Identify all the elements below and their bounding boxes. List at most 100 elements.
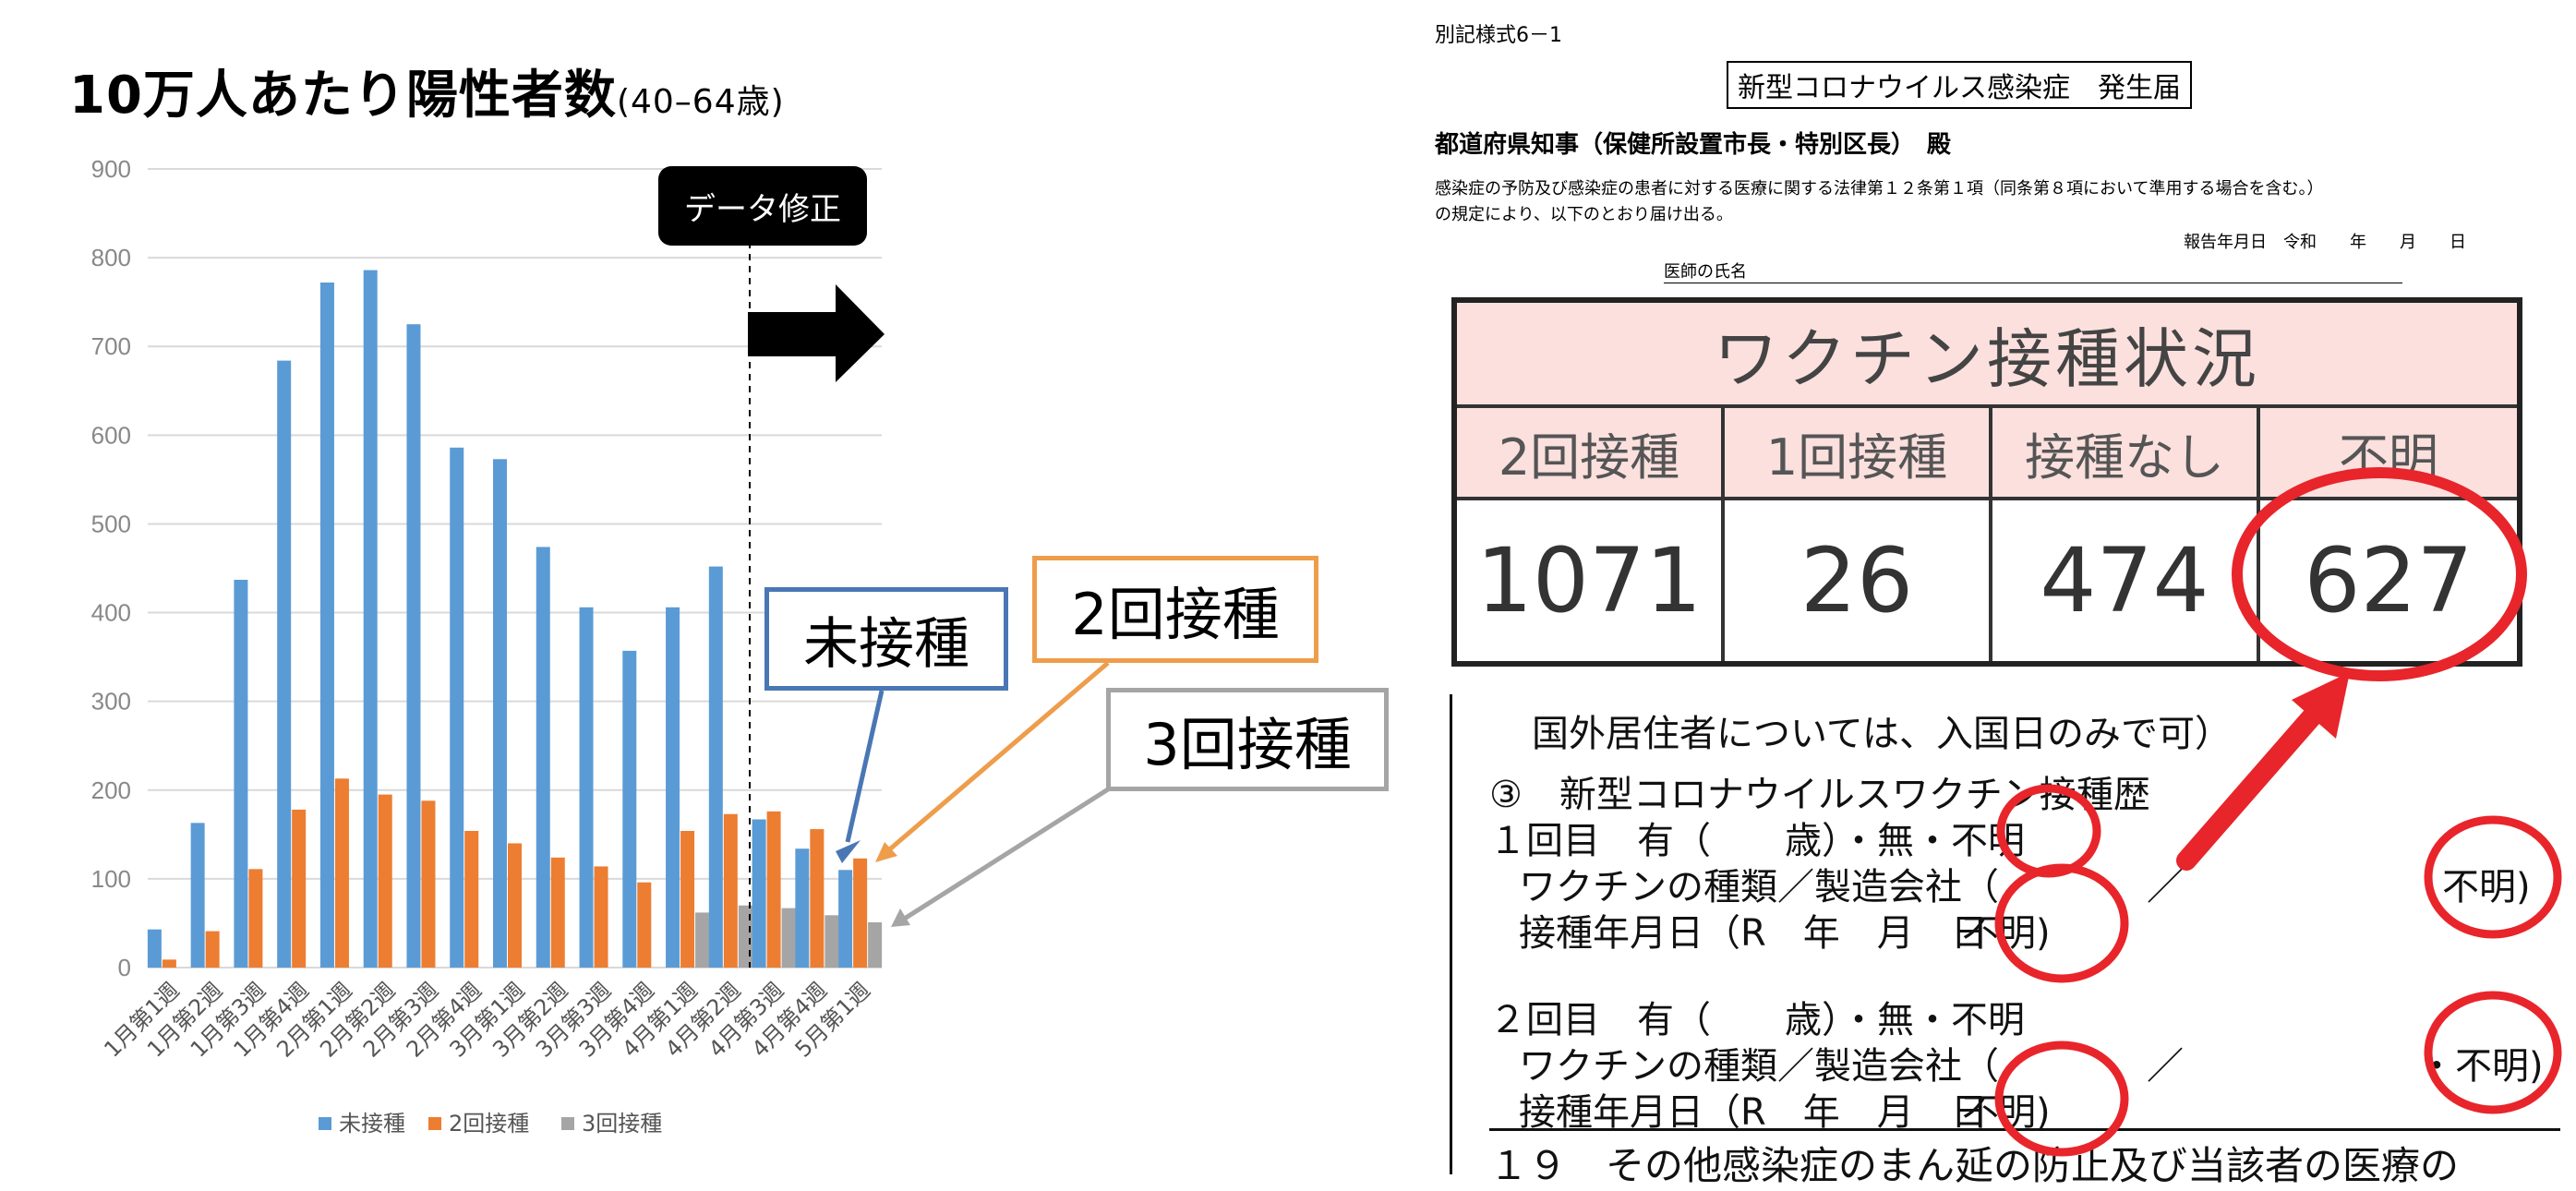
callout-dose2: 2回接種	[1032, 556, 1318, 663]
vax-value-none: 474	[1992, 500, 2260, 661]
y-tick-label: 800	[91, 244, 131, 271]
bar-dose2	[248, 869, 263, 968]
bar-unvaccinated	[838, 870, 853, 968]
bar-dose2	[810, 829, 825, 968]
bar-unvaccinated	[536, 547, 550, 968]
bar-unvaccinated	[450, 447, 464, 968]
bar-dose3	[868, 921, 883, 968]
bar-chart: 0 100 200 300 400 500 600 700 800 900 1月第1週1月第2週1…	[91, 155, 1110, 1137]
vax-label-1-dose: 1回接種	[1725, 408, 1992, 500]
dose1-date: 接種年月日（R 年 月 日	[1519, 912, 1988, 955]
bar-unvaccinated	[363, 270, 378, 968]
y-tick-label: 700	[91, 332, 131, 360]
chart-bars	[147, 270, 883, 968]
bar-dose2	[378, 794, 392, 968]
bar-dose2	[723, 813, 738, 968]
y-tick-label: 100	[91, 865, 131, 893]
bar-dose2	[853, 858, 868, 968]
bar-dose3	[825, 915, 839, 968]
bar-dose2	[421, 800, 436, 968]
bar-unvaccinated	[277, 360, 292, 968]
y-tick-label: 600	[91, 421, 131, 449]
legend-label: 未接種	[339, 1111, 405, 1137]
bar-unvaccinated	[234, 579, 248, 968]
y-tick-label: 500	[91, 510, 131, 537]
highlight-circle-627	[2232, 467, 2527, 681]
bar-unvaccinated	[190, 823, 205, 968]
highlight-circle-dose1-date	[1994, 863, 2129, 983]
callout-pointers	[836, 661, 1110, 927]
red-arrow-icon	[2176, 690, 2337, 871]
vax-label-none: 接種なし	[1992, 408, 2260, 500]
form-law-line-2: の規定により、以下のとおり届け出る。	[1435, 205, 1733, 224]
data-fix-label: データ修正	[658, 166, 867, 246]
vax-value-2-doses: 1071	[1457, 500, 1725, 661]
bar-dose2	[508, 843, 522, 968]
callout-dose3: 3回接種	[1106, 688, 1389, 791]
highlight-circle-dose1-maker	[2424, 815, 2562, 939]
bar-unvaccinated	[579, 607, 594, 968]
form-addressee: 都道府県知事（保健所設置市長・特別区長） 殿	[1435, 131, 1952, 159]
dose2-row: ２回目 有（ 歳）・無・不明	[1489, 999, 2025, 1041]
legend-swatch	[428, 1117, 441, 1130]
chart-title: 10万人あたり陽性者数(40–64歳)	[69, 54, 785, 128]
red-arrowhead-icon	[2292, 672, 2350, 739]
bar-dose2	[464, 830, 479, 968]
red-annotations	[1994, 467, 2562, 1157]
y-tick-label: 400	[91, 599, 131, 627]
bar-unvaccinated	[666, 607, 680, 968]
bar-dose2	[680, 830, 695, 968]
bar-unvaccinated	[406, 324, 421, 968]
bar-unvaccinated	[493, 459, 507, 968]
bar-unvaccinated	[622, 650, 637, 968]
bar-unvaccinated	[319, 283, 334, 968]
x-axis-ticks: 1月第1週1月第2週1月第3週1月第4週2月第1週2月第2週2月第3週2月第4週…	[99, 977, 875, 1062]
legend-swatch	[319, 1117, 331, 1130]
bar-unvaccinated	[752, 819, 766, 968]
history-heading: ③ 新型コロナウイルスワクチン接種歴	[1489, 774, 2150, 816]
bar-dose2	[334, 778, 349, 968]
dose1-maker-unknown: 不明)	[2442, 866, 2531, 908]
bar-dose2	[766, 811, 781, 968]
highlight-circle-dose2-maker	[2424, 991, 2562, 1114]
y-tick-label: 0	[118, 954, 131, 981]
vax-value-1-dose: 26	[1725, 500, 1992, 661]
legend-swatch	[561, 1117, 574, 1130]
bar-dose2	[292, 809, 307, 968]
history-note: 国外居住者については、入国日のみで可）	[1532, 713, 2232, 755]
bar-dose2	[205, 931, 220, 968]
legend-label: 3回接種	[582, 1111, 662, 1137]
y-tick-label: 300	[91, 688, 131, 716]
vaccination-status-table: ワクチン接種状況 2回接種 1回接種 接種なし 不明 1071 26 474 6…	[1451, 297, 2522, 667]
notification-form: 別記様式6－1 新型コロナウイルス感染症 発生届 都道府県知事（保健所設置市長・…	[1394, 0, 2576, 1188]
bar-dose2	[637, 882, 652, 968]
y-tick-label: 200	[91, 776, 131, 804]
dose2-date: 接種年月日（R 年 月 日	[1519, 1091, 1988, 1134]
bar-unvaccinated	[147, 929, 162, 968]
chart-title-sub: (40–64歳)	[616, 83, 785, 121]
legend-label: 2回接種	[449, 1111, 529, 1137]
dose2-maker: ワクチンの種類／製造会社（ ／	[1519, 1045, 2184, 1088]
y-tick-label: 900	[91, 155, 131, 183]
bar-dose2	[162, 959, 176, 968]
vaccination-status-header: ワクチン接種状況	[1457, 303, 2517, 408]
vax-value-unknown: 627	[2304, 529, 2474, 632]
bar-dose3	[781, 908, 796, 968]
y-axis-ticks: 0 100 200 300 400 500 600 700 800 900	[91, 155, 131, 981]
bar-dose2	[550, 857, 565, 968]
highlight-circle-dose1-unknown	[1996, 784, 2101, 878]
form-id: 別記様式6－1	[1435, 24, 1562, 47]
bar-unvaccinated	[708, 566, 723, 968]
bar-unvaccinated	[795, 848, 810, 968]
chart-panel: 10万人あたり陽性者数(40–64歳) 0 100 200 300 400 500 600 7…	[69, 54, 1389, 1137]
chart-title-main: 10万人あたり陽性者数	[69, 66, 617, 126]
bar-dose2	[594, 866, 608, 968]
form-law-line-1: 感染症の予防及び感染症の患者に対する医療に関する法律第１２条第１項（同条第８項に…	[1435, 179, 2324, 198]
highlight-circle-dose2-date	[1994, 1041, 2129, 1157]
bar-dose3	[695, 912, 710, 968]
dose1-row: １回目 有（ 歳）・無・不明	[1489, 820, 2025, 862]
doctor-name-field: 医師の氏名	[1664, 259, 2402, 283]
right-arrow-icon	[748, 284, 885, 382]
form-title: 新型コロナウイルス感染症 発生届	[1727, 61, 2192, 109]
vaccination-history-section: 国外居住者については、入国日のみで可） ③ 新型コロナウイルスワクチン接種歴 １…	[1450, 694, 2560, 1188]
